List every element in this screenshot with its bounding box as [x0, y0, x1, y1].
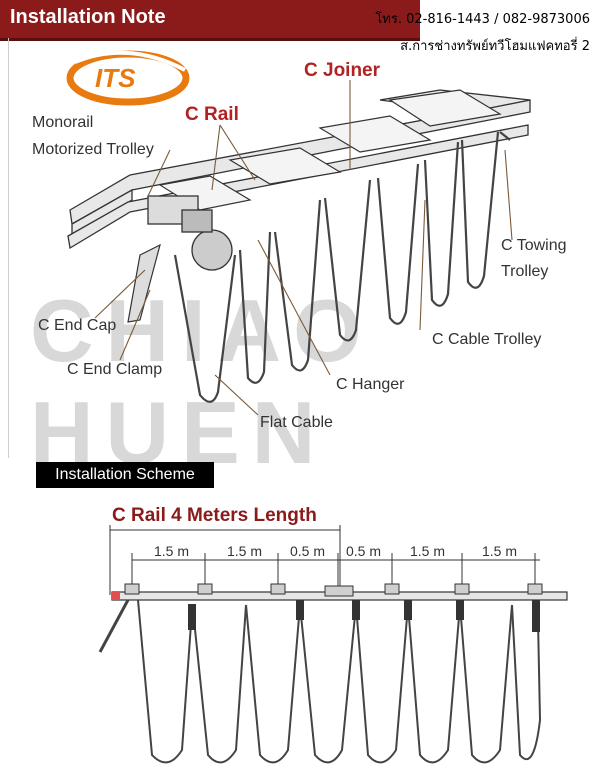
dim-2: 1.5 m — [227, 543, 263, 559]
dim-5: 1.5 m — [410, 543, 446, 559]
cable-clips — [188, 600, 540, 632]
label-c-joiner: C Joiner — [304, 60, 381, 81]
scheme-header: Installation Scheme — [36, 462, 214, 488]
label-c-rail: C Rail — [185, 104, 239, 125]
motorized-trolley — [147, 195, 233, 271]
label-flat-cable: Flat Cable — [260, 414, 333, 431]
header-title: Installation Note — [10, 6, 166, 28]
label-monorail: Monorail — [32, 114, 94, 131]
its-logo: ITS — [66, 50, 190, 106]
dim-1: 1.5 m — [154, 543, 190, 559]
label-c-cable-trolley: C Cable Trolley — [432, 331, 542, 348]
label-motorized-trolley: Motorized Trolley — [32, 141, 154, 158]
diagram-frame — [8, 38, 597, 458]
isometric-diagram: ITS — [66, 50, 531, 416]
segment-dimensions — [131, 553, 540, 590]
contact-company: ส.การช่างทรัพย์ทวีโฮมแฟคทอรี่ 2 — [400, 39, 590, 54]
trolleys — [124, 583, 543, 597]
leader-lines — [94, 80, 513, 416]
dim-4: 0.5 m — [346, 543, 382, 559]
label-trolley: Trolley — [501, 263, 549, 280]
label-c-end-cap: C End Cap — [38, 317, 117, 334]
scheme-cable-loops — [137, 599, 542, 764]
dim-6: 1.5 m — [482, 543, 518, 559]
contact-phone: โทร. 02-816-1443 / 082-9873006 — [375, 12, 590, 27]
end-clamp — [98, 599, 130, 653]
end-cap — [112, 592, 120, 600]
label-c-end-clamp: C End Clamp — [67, 361, 163, 378]
label-c-towing: C Towing — [501, 237, 567, 254]
flat-cable-loops — [173, 131, 511, 403]
c-rail-plates — [158, 89, 502, 211]
logo-text: ITS — [95, 63, 136, 93]
end-clamp-bar — [127, 243, 161, 323]
dim-3: 0.5 m — [290, 543, 326, 559]
label-c-hanger: C Hanger — [336, 376, 405, 393]
header-bar: Installation Note — [0, 0, 420, 41]
scheme-title: C Rail 4 Meters Length — [112, 505, 317, 526]
